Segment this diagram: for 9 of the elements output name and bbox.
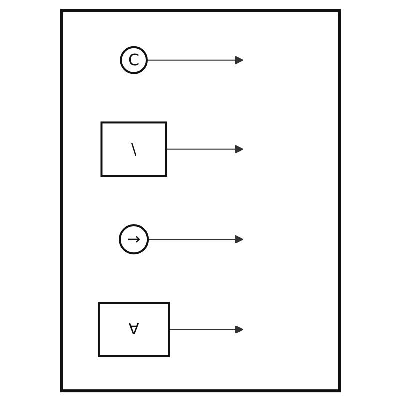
node-box: ∀: [98, 302, 170, 358]
arrow: [168, 325, 244, 334]
cluster: [60, 9, 342, 393]
arrow: [148, 235, 244, 244]
arrow: [146, 56, 244, 65]
arrow: [166, 145, 244, 154]
node-box: \: [100, 122, 168, 178]
node-circle: →: [119, 224, 150, 255]
node-circle: C: [120, 46, 148, 74]
